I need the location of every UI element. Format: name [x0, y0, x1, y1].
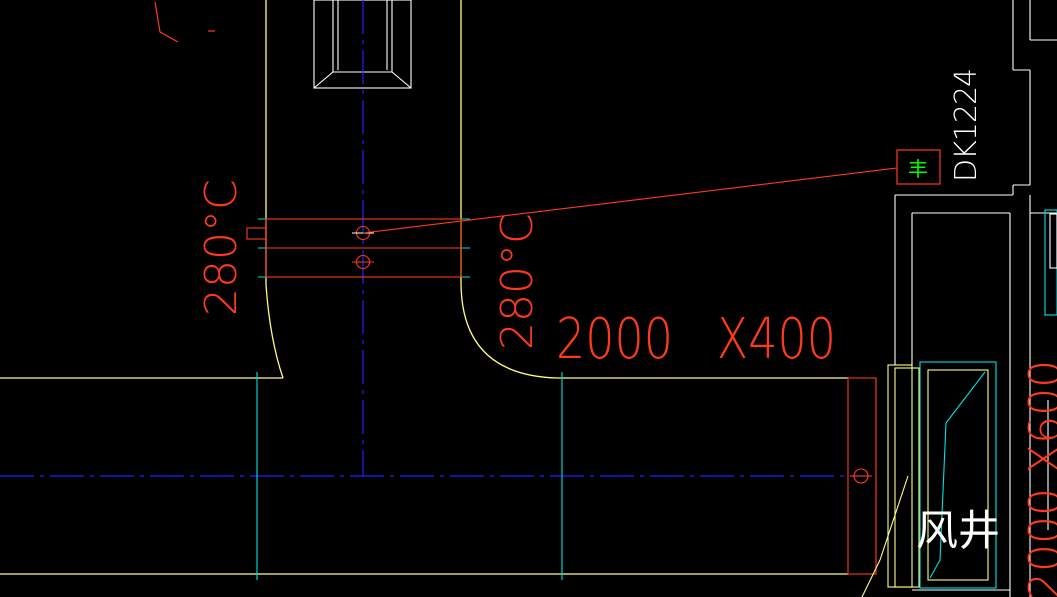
vertical-duct-outline	[265, 0, 558, 379]
temp-label-right: 280°C	[492, 213, 543, 350]
fire-damper-symbol: 丰	[908, 157, 928, 181]
air-shaft	[919, 209, 1057, 589]
equipment-hood	[313, 0, 412, 89]
air-shaft-label: 风井	[916, 506, 1000, 555]
wall-lines	[894, 0, 1057, 597]
outlet-damper	[847, 364, 920, 597]
tag-leader-line	[362, 167, 898, 234]
equipment-tag-box[interactable]: 丰	[896, 149, 941, 185]
horizontal-duct-outline	[0, 377, 848, 575]
partial-leader-top-left	[154, 1, 215, 43]
centerlines	[0, 0, 870, 477]
right-duct-size-label: 2000 X600	[1020, 360, 1057, 597]
duct-size-label: 2000 X400	[556, 307, 836, 372]
equipment-tag-label: DK1224	[949, 69, 984, 182]
riser-fire-damper	[246, 218, 462, 278]
temp-label-left: 280°C	[196, 179, 247, 316]
